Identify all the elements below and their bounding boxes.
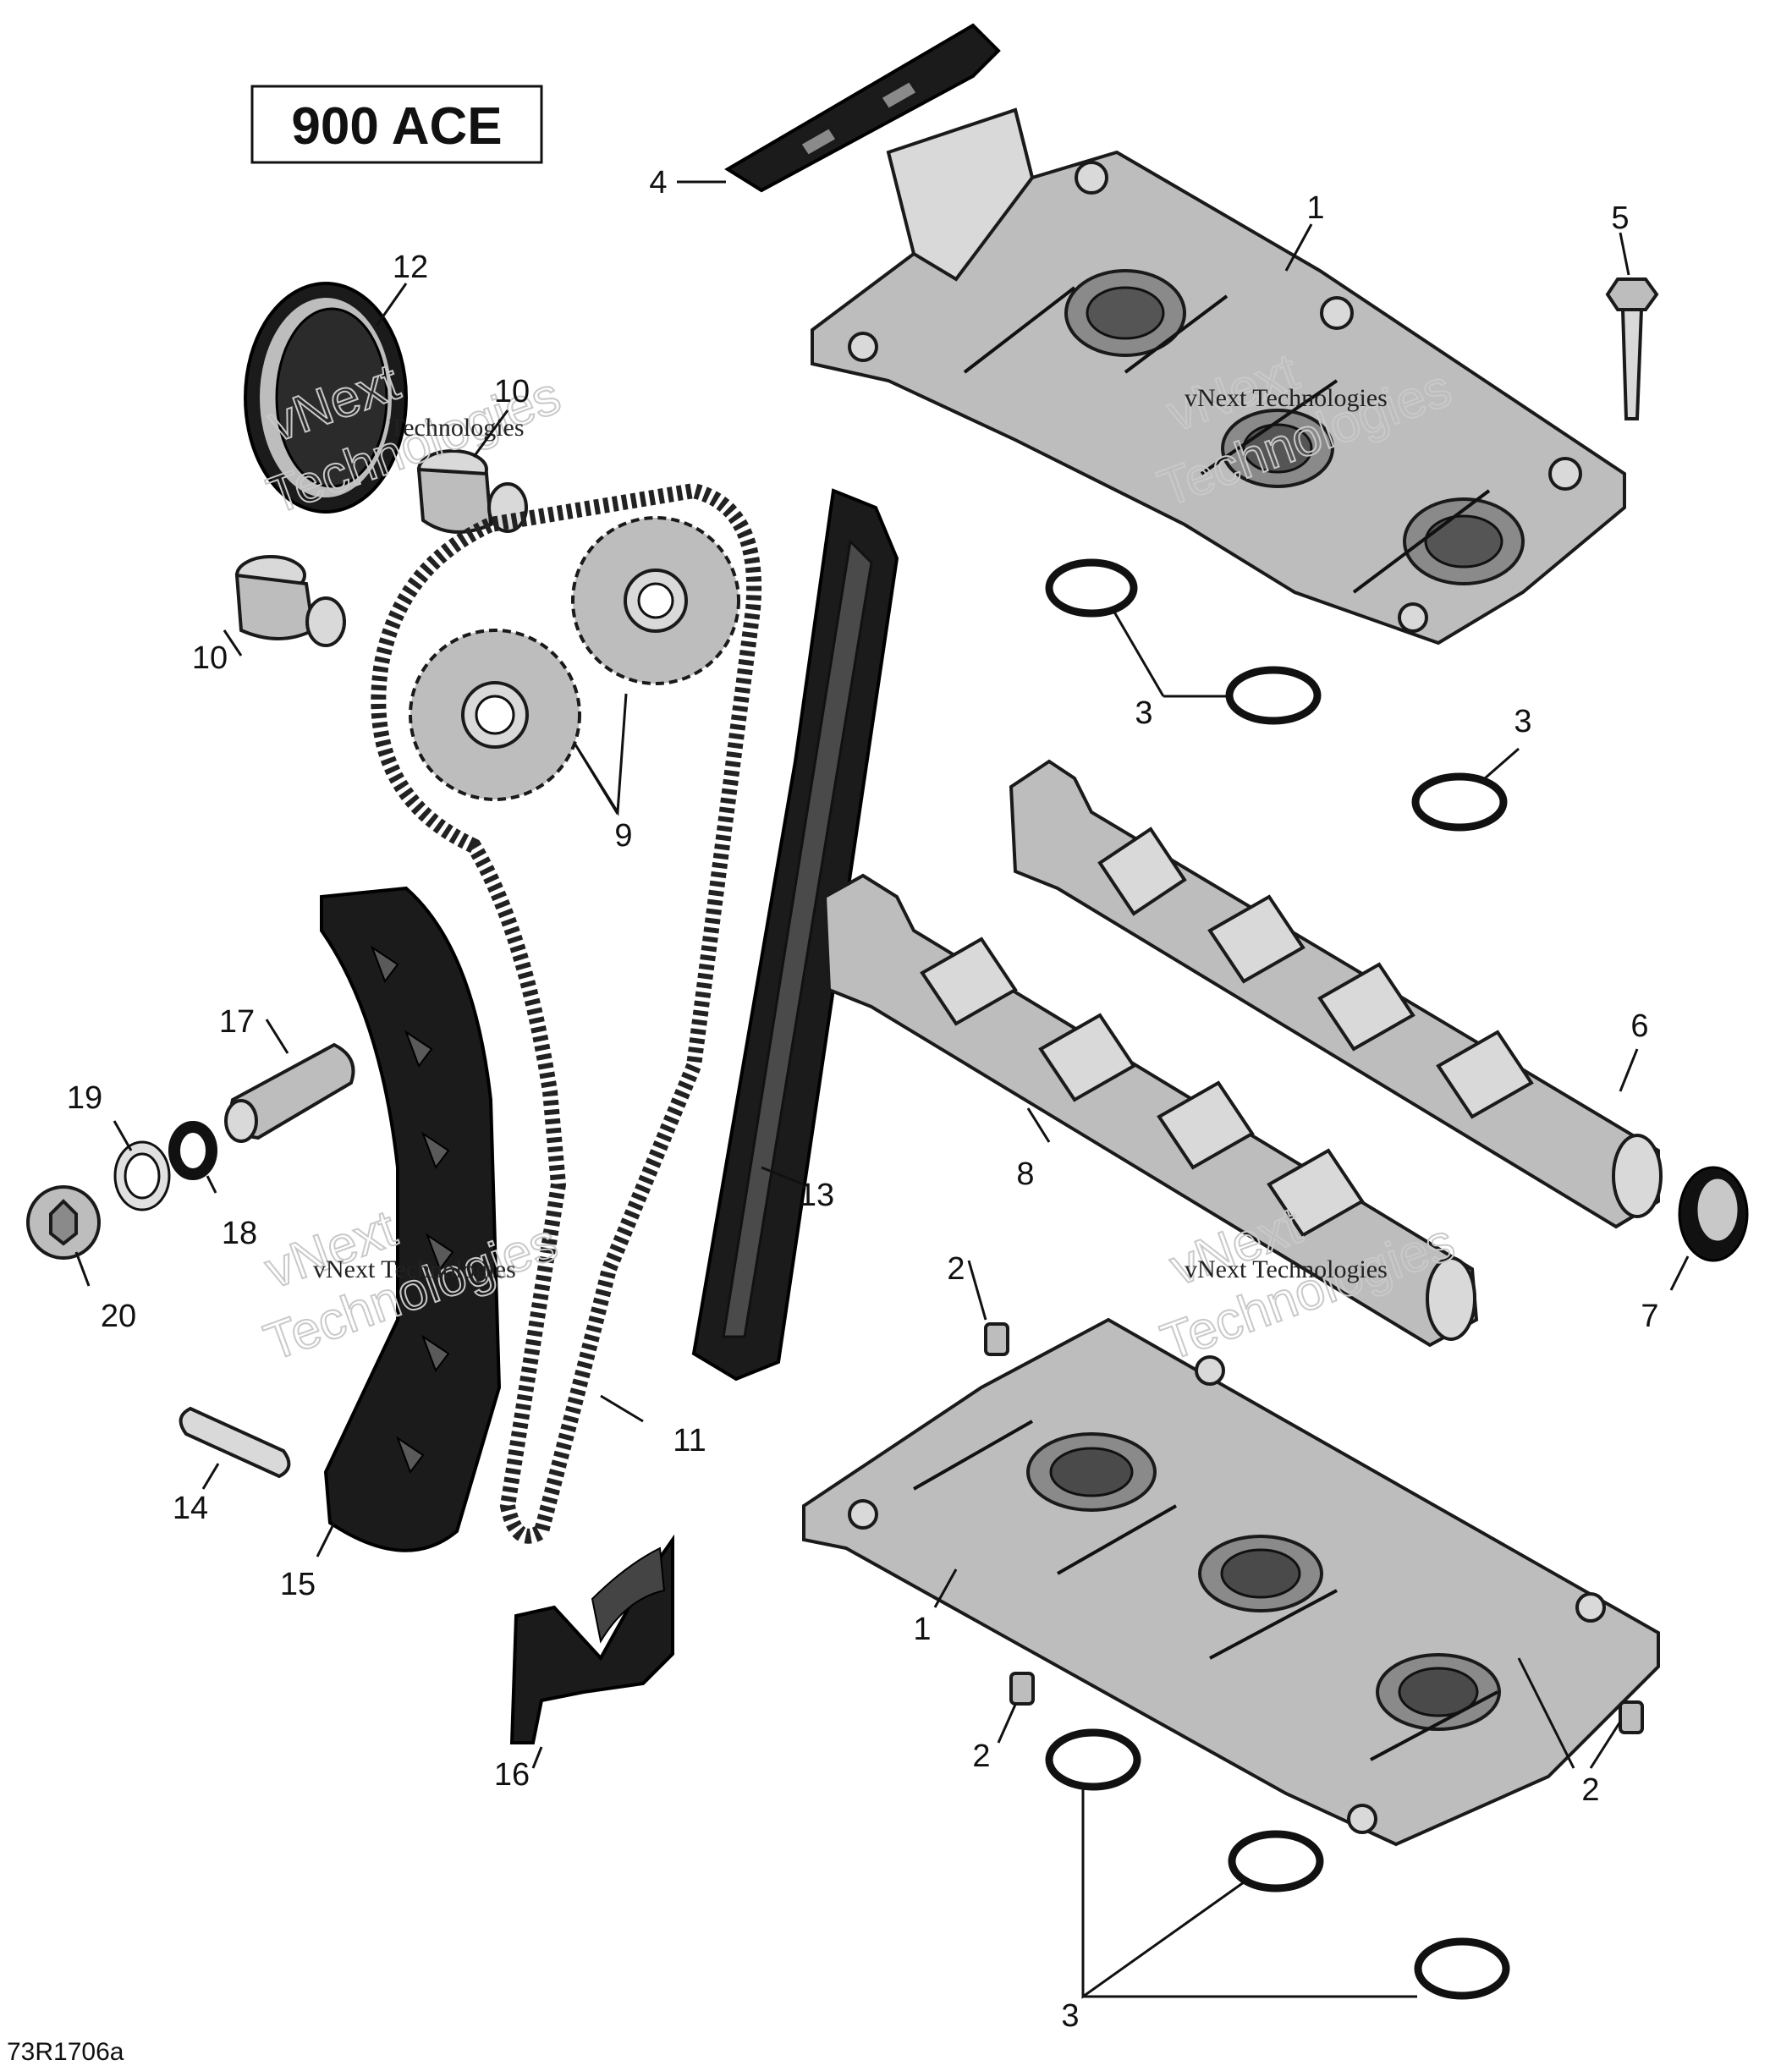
callout-7: 7 [1641, 1299, 1658, 1334]
part-14-pin [179, 1406, 291, 1479]
leader-lines [74, 180, 1690, 1999]
callout-20: 20 [101, 1299, 136, 1334]
callout-10-lower: 10 [192, 640, 228, 676]
part-10-bushing-lower [234, 555, 346, 647]
watermark-2-line: vNext Technologies [1185, 384, 1388, 412]
part-7-oil-seal [1678, 1166, 1749, 1262]
callout-11: 11 [673, 1423, 706, 1458]
callout-16: 16 [494, 1757, 530, 1793]
watermark-4-line: vNext Technologies [1185, 1255, 1388, 1283]
part-18-o-ring [168, 1121, 217, 1180]
part-1-lower-camshaft-housing [802, 1317, 1660, 1847]
callout-14: 14 [173, 1491, 208, 1526]
part-3-seal-rings-lower [1045, 1728, 1510, 2000]
callout-13: 13 [799, 1178, 834, 1213]
callout-4: 4 [649, 165, 667, 201]
callout-8: 8 [1016, 1156, 1034, 1192]
part-1-upper-camshaft-housing [811, 107, 1626, 645]
model-badge: 900 ACE [250, 85, 543, 164]
part-15-tensioner-guide [320, 886, 502, 1552]
part-2-dowel-pins [984, 1322, 1644, 1734]
part-4-chain-guide [724, 23, 1001, 193]
callout-2-left: 2 [972, 1739, 990, 1774]
part-17-chain-tensioner [224, 1042, 355, 1143]
watermark-1-line: Technologies [389, 414, 525, 442]
callout-1-lower: 1 [913, 1612, 931, 1647]
part-20-plug-screw [26, 1185, 101, 1260]
part-13-chain-guide-rail [691, 488, 899, 1382]
callout-3-upper-b: 3 [1514, 704, 1531, 739]
callout-2-right: 2 [1581, 1772, 1599, 1808]
callout-5: 5 [1611, 201, 1629, 236]
part-19-washer [113, 1140, 171, 1211]
callout-labels: 4 1 5 12 10 10 9 3 3 13 6 8 7 11 17 19 1… [67, 165, 1659, 2034]
callout-3-lower: 3 [1061, 1998, 1079, 2034]
part-16-lower-guide [509, 1534, 674, 1744]
watermark-3-line: vNext Technologies [313, 1255, 516, 1283]
callout-3-upper-a: 3 [1135, 695, 1152, 731]
callout-2-upper: 2 [947, 1251, 965, 1287]
callout-18: 18 [222, 1216, 257, 1251]
callout-15: 15 [280, 1567, 316, 1602]
figure-code: 73R1706a [7, 2038, 124, 2066]
callout-1-upper: 1 [1306, 190, 1324, 226]
callout-9: 9 [614, 818, 632, 854]
part-12-sprocket-cover [244, 282, 408, 514]
callout-12: 12 [393, 250, 428, 285]
part-8-intake-camshaft [822, 873, 1479, 1348]
part-9-cam-sprockets [409, 516, 740, 801]
model-badge-label: 900 ACE [291, 97, 502, 156]
part-6-exhaust-camshaft [1009, 759, 1663, 1229]
part-11-timing-chain [371, 482, 762, 1544]
part-5-bolt [1605, 277, 1659, 420]
part-10-bushing-upper [416, 449, 528, 534]
callout-6: 6 [1630, 1008, 1648, 1044]
callout-19: 19 [67, 1080, 102, 1116]
callout-10-upper: 10 [494, 374, 530, 409]
callout-17: 17 [219, 1004, 255, 1040]
